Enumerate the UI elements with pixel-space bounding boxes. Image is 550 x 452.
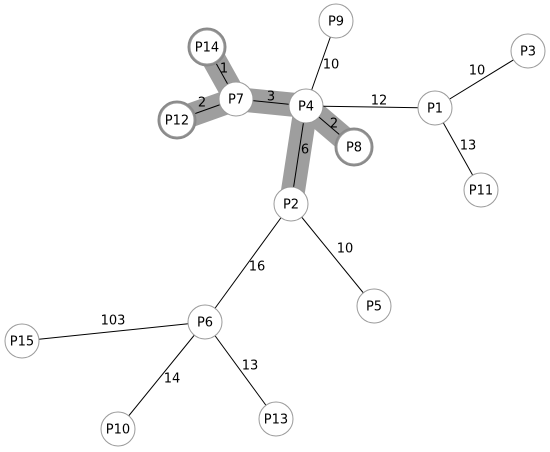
highlight-ring <box>187 27 227 67</box>
edge-weight-label-p4-p2: 6 <box>301 143 309 158</box>
node-p8[interactable]: P8 <box>334 127 374 167</box>
edge-weight-label-p2-p5: 10 <box>337 242 354 257</box>
edge-weight-label-p4-p8: 2 <box>330 117 338 132</box>
node-circle <box>218 81 254 117</box>
node-circle <box>100 411 136 447</box>
node-label: P4 <box>298 100 314 115</box>
node-label: P13 <box>264 413 288 428</box>
node-p11[interactable]: P11 <box>463 172 499 208</box>
highlight-ring <box>334 127 374 167</box>
node-label: P2 <box>283 198 299 213</box>
edge-p6-p13 <box>204 321 277 420</box>
node-p4[interactable]: P4 <box>288 88 324 124</box>
edge-weight-label-p14-p7: 1 <box>220 62 228 77</box>
node-label: P10 <box>106 423 130 438</box>
edge-weight-label-p2-p6: 16 <box>249 260 266 275</box>
node-label: P3 <box>520 45 536 60</box>
node-p9[interactable]: P9 <box>318 3 354 39</box>
edge-p6-p15 <box>21 321 206 342</box>
edge-p6-p10 <box>117 321 206 430</box>
highlight-ring <box>157 100 197 140</box>
node-circle <box>4 323 40 359</box>
node-circle <box>510 33 546 69</box>
edge-weight-label-p4-p1: 12 <box>371 94 388 109</box>
node-circle <box>336 129 372 165</box>
node-circle <box>159 102 195 138</box>
node-circle <box>288 88 324 124</box>
node-circle <box>356 288 392 324</box>
node-label: P14 <box>195 41 219 56</box>
edge-weight-label-p4-p9: 10 <box>323 58 340 73</box>
node-p3[interactable]: P3 <box>510 33 546 69</box>
node-circle <box>318 3 354 39</box>
node-circle <box>187 304 223 340</box>
node-circle <box>417 90 453 126</box>
node-p13[interactable]: P13 <box>258 401 294 437</box>
node-p1[interactable]: P1 <box>417 90 453 126</box>
edge-p1-p3 <box>434 50 529 109</box>
node-label: P15 <box>10 335 34 350</box>
node-p2[interactable]: P2 <box>273 186 309 222</box>
node-circle <box>189 29 225 65</box>
node-label: P1 <box>427 102 443 117</box>
node-label: P7 <box>228 93 244 108</box>
edge-weight-label-p6-p13: 13 <box>242 359 259 374</box>
node-circle <box>258 401 294 437</box>
edge-p2-p6 <box>204 203 292 323</box>
node-label: P12 <box>165 114 189 129</box>
node-p15[interactable]: P15 <box>4 323 40 359</box>
node-label: P9 <box>328 15 344 30</box>
edge-p4-p1 <box>305 105 436 109</box>
edge-weight-label-p12-p7: 2 <box>198 96 206 111</box>
node-label: P8 <box>346 141 362 156</box>
node-p6[interactable]: P6 <box>187 304 223 340</box>
edge-weight-label-p1-p3: 10 <box>469 64 486 79</box>
node-p5[interactable]: P5 <box>356 288 392 324</box>
edge-weight-label-p7-p4: 3 <box>267 90 275 105</box>
node-label: P5 <box>366 300 382 315</box>
node-circle <box>273 186 309 222</box>
node-label: P6 <box>197 316 213 331</box>
edge-weight-label-p6-p15: 103 <box>101 314 126 329</box>
edge-weight-label-p1-p11: 13 <box>460 139 477 154</box>
node-p10[interactable]: P10 <box>100 411 136 447</box>
node-label: P11 <box>469 184 493 199</box>
node-circle <box>463 172 499 208</box>
node-p14[interactable]: P14 <box>187 27 227 67</box>
edge-weight-label-p6-p10: 14 <box>164 372 181 387</box>
node-p12[interactable]: P12 <box>157 100 197 140</box>
edges-layer <box>21 20 529 430</box>
edge-p2-p5 <box>290 203 375 307</box>
node-p7[interactable]: P7 <box>218 81 254 117</box>
